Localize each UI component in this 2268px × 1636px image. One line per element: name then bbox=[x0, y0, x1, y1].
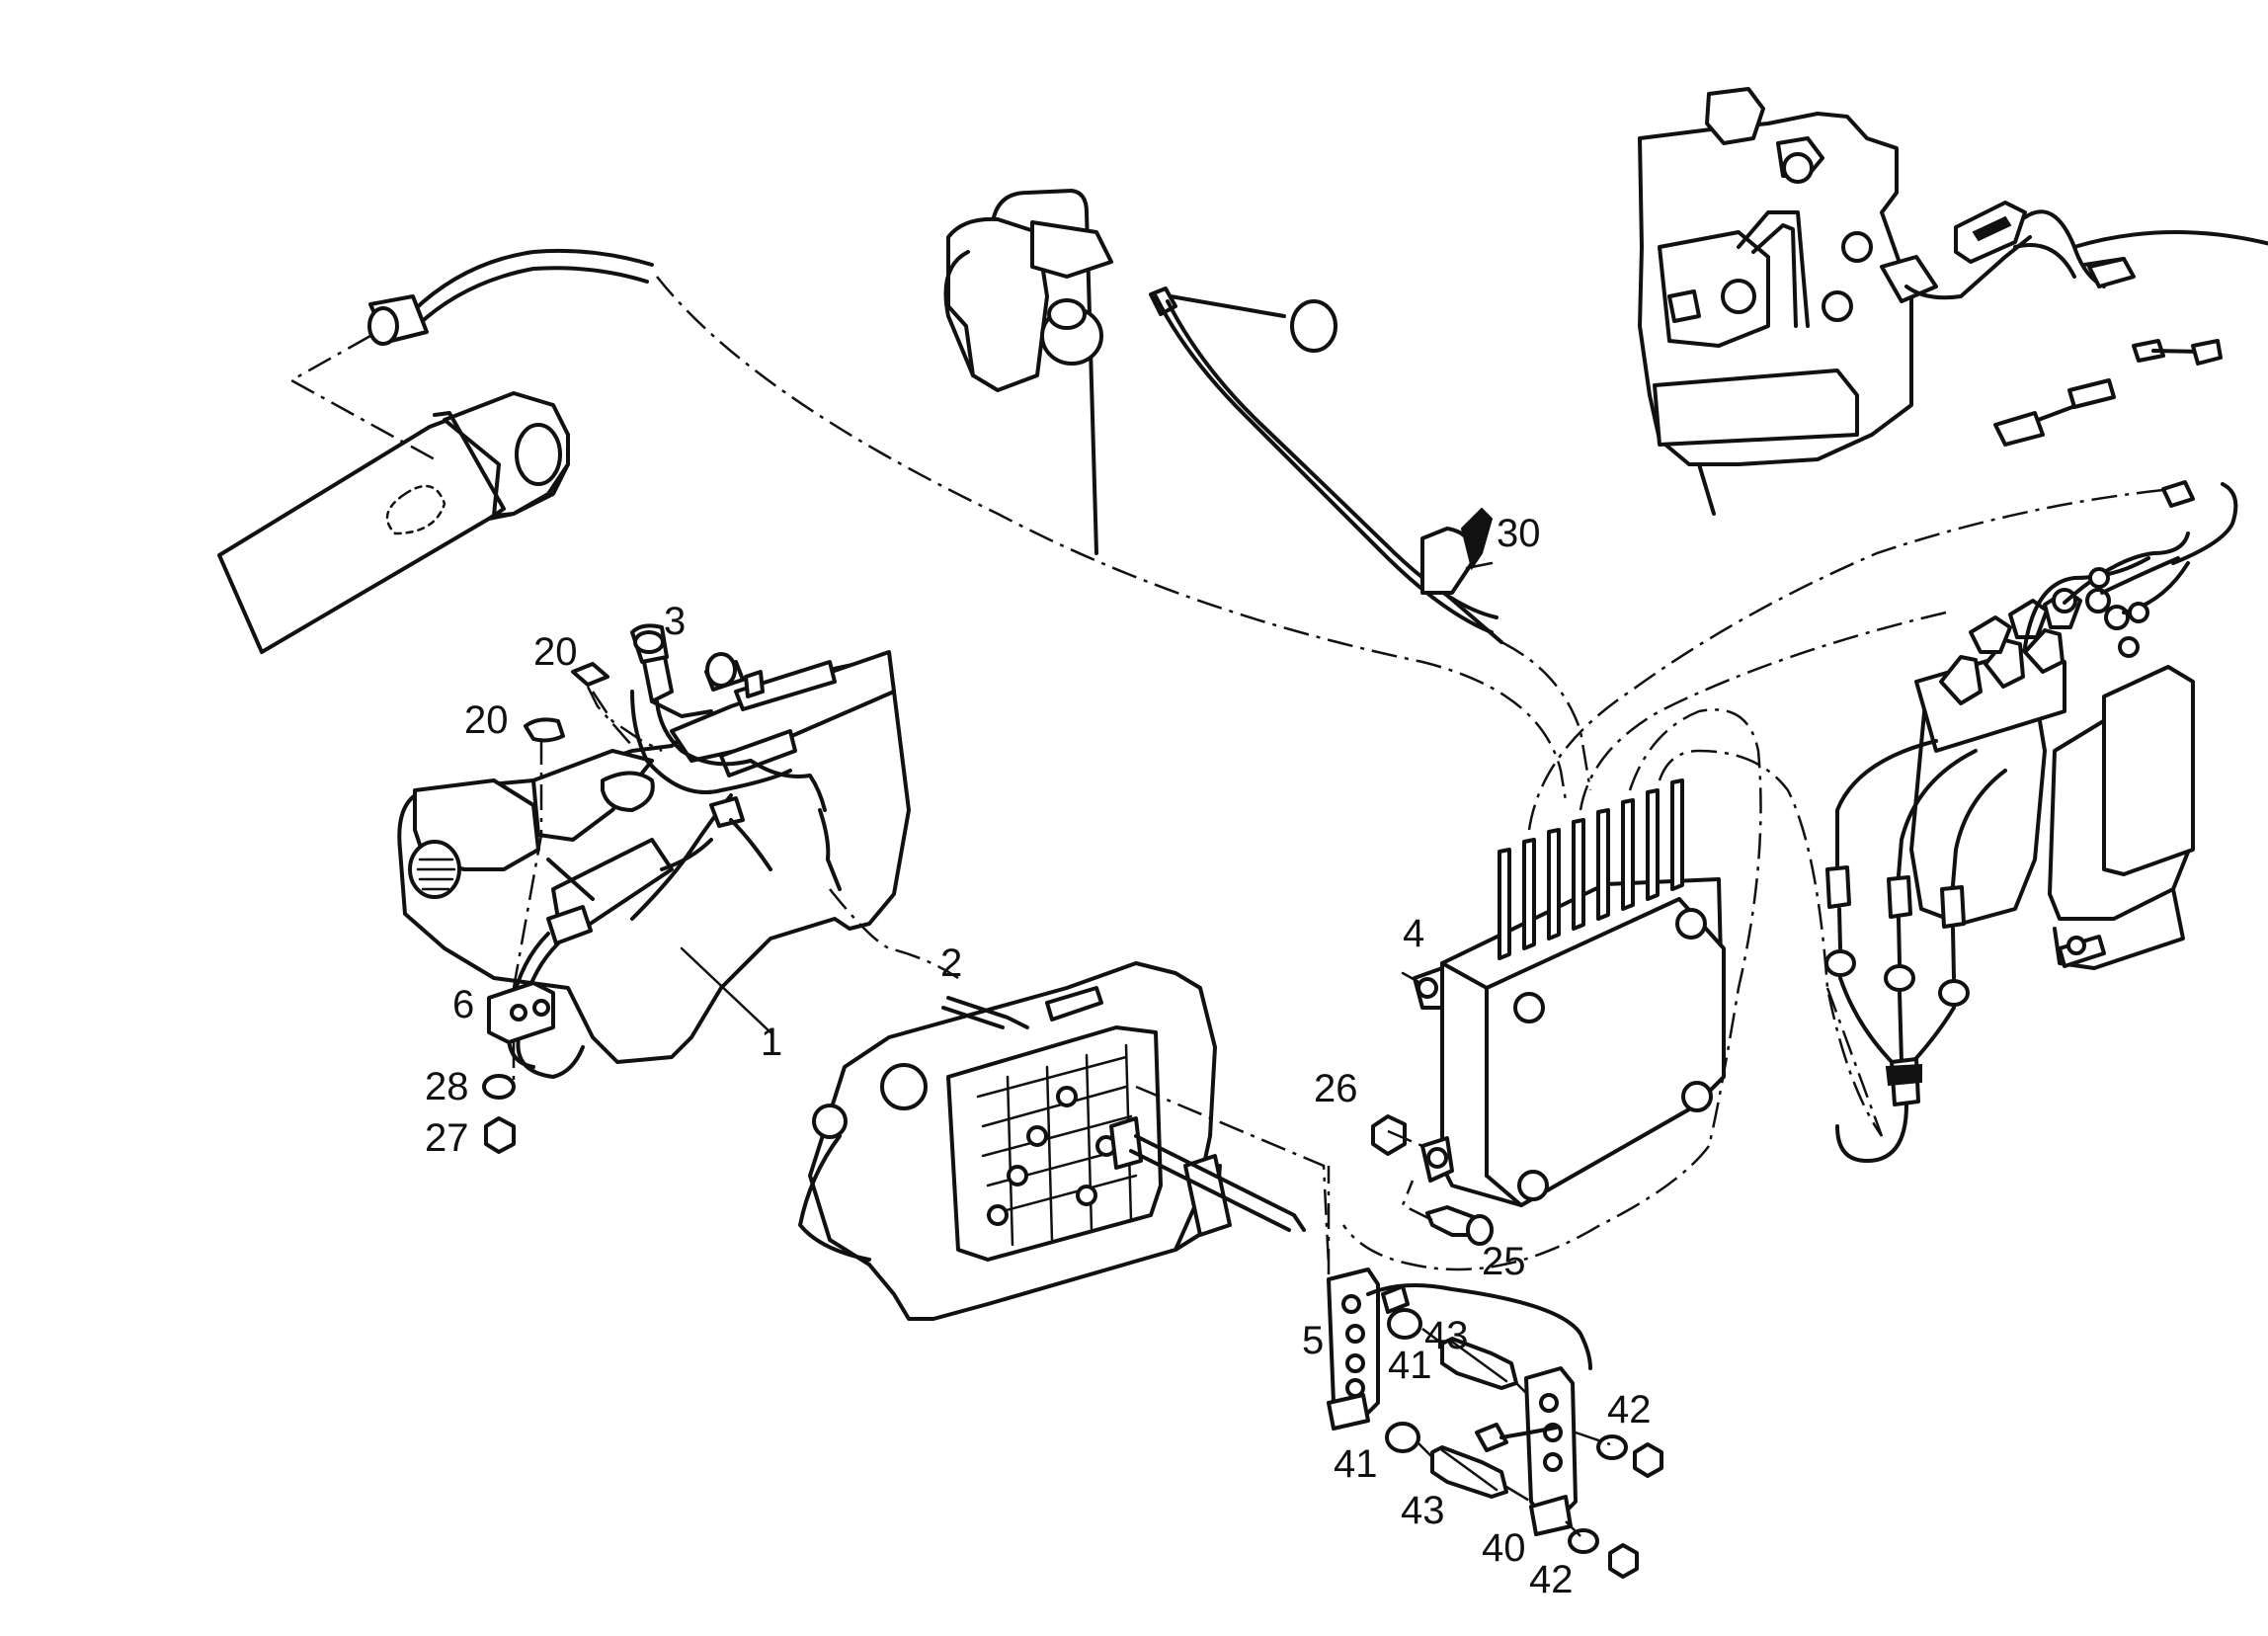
callout-43-lower: 43 bbox=[1401, 1489, 1445, 1532]
callout-20-upper: 20 bbox=[533, 630, 578, 674]
callout-6: 6 bbox=[452, 983, 474, 1026]
callout-20-lower: 20 bbox=[464, 698, 509, 742]
callout-25: 25 bbox=[1482, 1240, 1526, 1283]
module-fasteners bbox=[1371, 1114, 1494, 1246]
bracket-assembly bbox=[1327, 1166, 1663, 1579]
module-harness-routes bbox=[1341, 487, 2174, 1271]
electronics-cabinet bbox=[798, 961, 1331, 1321]
boom-harness bbox=[288, 248, 654, 461]
harness-route-2 bbox=[1500, 640, 1592, 791]
hydraulic-valve-block bbox=[1638, 87, 2268, 516]
callout-2: 2 bbox=[940, 941, 962, 985]
control-lever-assembly bbox=[943, 189, 1503, 644]
callout-41-lower: 41 bbox=[1334, 1442, 1378, 1486]
callout-26: 26 bbox=[1314, 1067, 1358, 1110]
callout-5: 5 bbox=[1302, 1319, 1324, 1362]
callout-42-lower: 42 bbox=[1529, 1558, 1574, 1601]
control-console bbox=[397, 623, 959, 1079]
small-parts-console bbox=[482, 662, 633, 1154]
callout-3: 3 bbox=[664, 600, 686, 643]
callout-40: 40 bbox=[1482, 1526, 1526, 1570]
callout-labels: 1 2 3 4 5 6 20 20 25 26 27 28 30 40 41 4… bbox=[425, 512, 1652, 1601]
callout-43-upper: 43 bbox=[1424, 1314, 1469, 1357]
callout-28: 28 bbox=[425, 1065, 469, 1108]
callout-1: 1 bbox=[761, 1021, 782, 1064]
harness-route-1 bbox=[656, 276, 1568, 801]
solenoid-valve-bank bbox=[1824, 480, 2238, 1163]
callout-41-upper: 41 bbox=[1388, 1344, 1432, 1387]
boom-arm bbox=[217, 391, 570, 654]
callout-4: 4 bbox=[1403, 912, 1424, 955]
leader-lines bbox=[680, 561, 1494, 1034]
callout-27: 27 bbox=[425, 1116, 469, 1160]
control-module bbox=[1413, 778, 1726, 1207]
callout-30: 30 bbox=[1497, 512, 1541, 555]
callout-42-upper: 42 bbox=[1607, 1388, 1652, 1432]
